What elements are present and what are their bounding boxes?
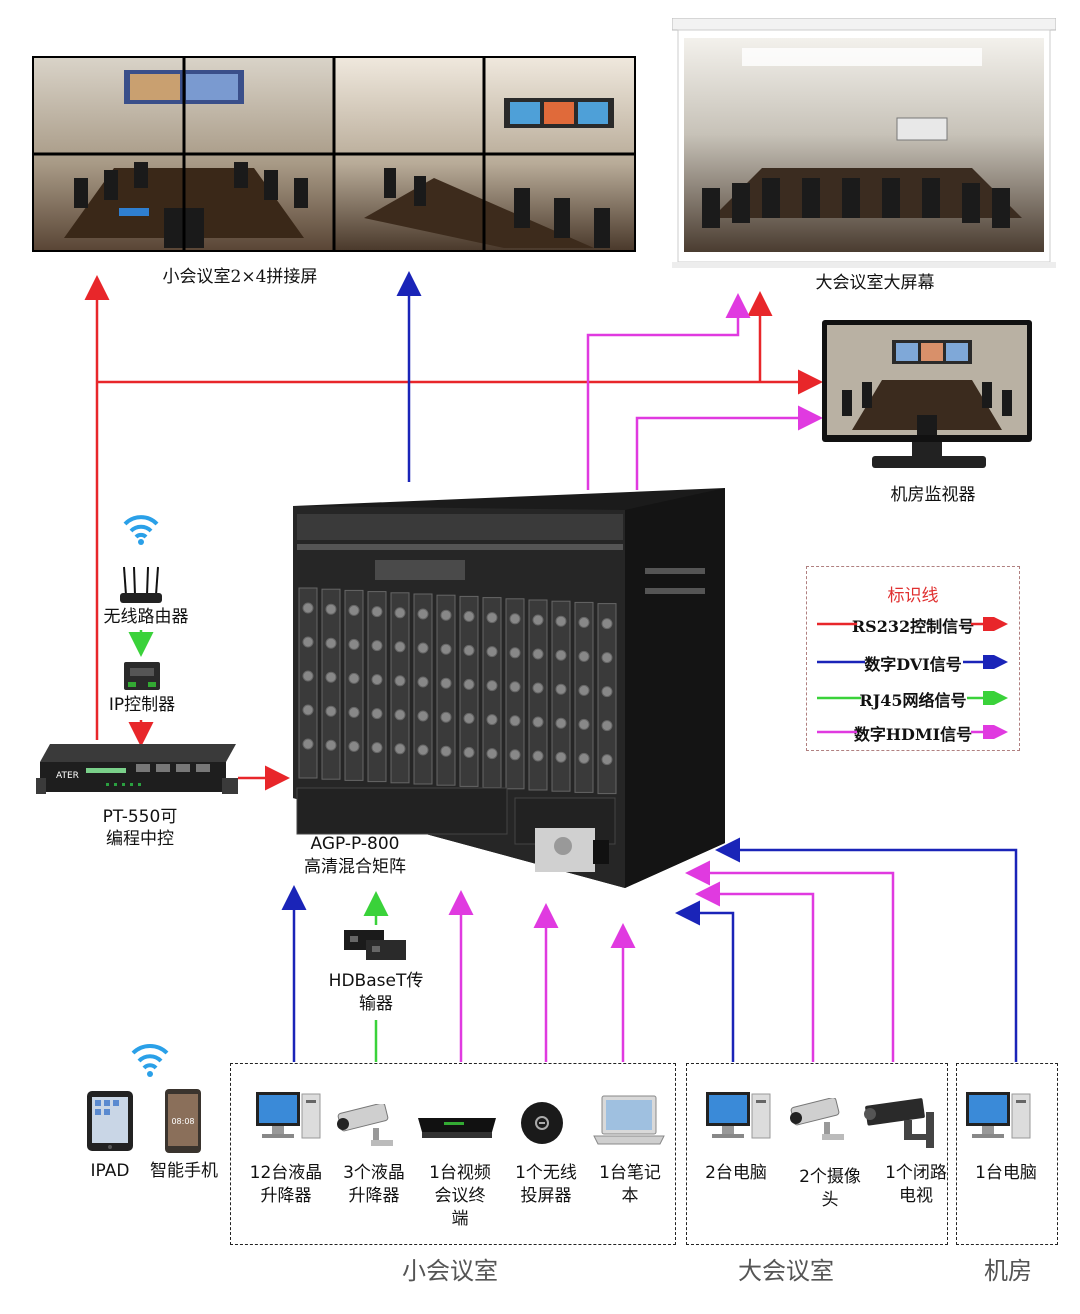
controller-brand: ATER — [56, 771, 79, 781]
central-controller: ATER — [36, 742, 240, 800]
small-device-3-line2: 会议终 — [434, 1186, 486, 1206]
small-device-1-line1: 12台液晶 — [249, 1163, 323, 1183]
projection-screen — [671, 17, 1057, 268]
small-device-3-line1: 1台视频 — [429, 1163, 491, 1183]
legend-label-rs232: RS232控制信号 — [851, 617, 975, 636]
small-device-1-line2: 升降器 — [260, 1186, 312, 1206]
small-device-3-line3: 端 — [451, 1209, 469, 1229]
wireless-caster-icon — [517, 1100, 567, 1146]
ipad-label: IPAD — [90, 1161, 130, 1181]
machine-device-1-line1: 1台电脑 — [975, 1163, 1037, 1183]
matrix-chassis — [285, 488, 725, 888]
large-device-2-line2: 头 — [821, 1190, 839, 1210]
monitor-image — [822, 320, 1032, 468]
monitor-label: 机房监视器 — [890, 485, 976, 505]
hdbaset-label-1: HDBaseT传 — [328, 971, 424, 991]
camera-icon — [333, 1102, 401, 1148]
matrix-label-name: 高清混合矩阵 — [304, 857, 406, 877]
laptop-icon — [592, 1094, 666, 1148]
large-room-group — [686, 1063, 948, 1245]
legend-label-rj45: RJ45网络信号 — [859, 691, 967, 710]
svg-text:08:08: 08:08 — [171, 1117, 194, 1126]
projection-screen-image — [671, 17, 1057, 268]
small-device-5-line2: 本 — [621, 1186, 639, 1206]
small-room-group — [230, 1063, 676, 1245]
large-device-3-line2: 电视 — [899, 1186, 933, 1206]
dvi-from-large-pc — [675, 900, 735, 1062]
smartphone-label: 智能手机 — [150, 1161, 218, 1181]
hdbaset-icon — [342, 926, 408, 964]
legend-item-dvi: 数字DVI信号 — [807, 651, 1019, 675]
legend-item-rj45: RJ45网络信号 — [807, 687, 1019, 711]
legend: 标识线 RS232控制信号 数字DVI信号 RJ45网络信号 数字HDMI信号 — [806, 566, 1020, 751]
machine-room-title: 机房 — [984, 1257, 1032, 1285]
hdmi-to-monitor — [635, 405, 823, 490]
machine-room-group — [956, 1063, 1058, 1245]
legend-item-hdmi: 数字HDMI信号 — [807, 721, 1019, 745]
controller-label-name: 编程中控 — [106, 829, 174, 849]
hdmi-from-cameras — [695, 881, 815, 1062]
video-wall — [32, 56, 636, 252]
small-device-2-line2: 升降器 — [348, 1186, 400, 1206]
camera-icon — [786, 1097, 850, 1142]
small-device-2-line1: 3个液晶 — [343, 1163, 405, 1183]
legend-label-dvi: 数字DVI信号 — [864, 655, 962, 674]
computer-icon — [704, 1088, 774, 1148]
wifi-icon — [130, 1040, 170, 1078]
large-room-title: 大会议室 — [738, 1257, 834, 1285]
controller-label-model: PT-550可 — [102, 807, 178, 827]
matrix-chassis-image — [293, 488, 725, 888]
router-label: 无线路由器 — [103, 607, 189, 627]
ip-controller-label: IP控制器 — [108, 695, 176, 715]
small-device-5-line1: 1台笔记 — [599, 1163, 661, 1183]
legend-label-hdmi: 数字HDMI信号 — [853, 725, 973, 744]
dvi-from-machine-pc — [715, 837, 1018, 1062]
projection-screen-label: 大会议室大屏幕 — [815, 273, 935, 293]
hdbaset-label-2: 输器 — [359, 994, 393, 1014]
large-device-3-line1: 1个闭路 — [885, 1163, 947, 1183]
matrix-label-model: AGP-P-800 — [310, 834, 400, 854]
wifi-icon — [122, 512, 160, 546]
small-device-4-line2: 投屏器 — [520, 1186, 572, 1206]
hdmi-to-screen — [586, 293, 751, 490]
computer-icon — [964, 1088, 1034, 1148]
monitor — [822, 320, 1036, 472]
large-device-1-line1: 2台电脑 — [705, 1163, 767, 1183]
cctv-icon — [864, 1096, 940, 1150]
legend-item-rs232: RS232控制信号 — [807, 613, 1019, 637]
small-room-title: 小会议室 — [402, 1257, 498, 1285]
small-device-4-line1: 1个无线 — [515, 1163, 577, 1183]
ipad-icon — [86, 1090, 134, 1152]
smartphone-icon: 08:08 — [164, 1088, 202, 1154]
video-terminal-icon — [414, 1112, 500, 1142]
legend-title: 标识线 — [887, 586, 939, 606]
large-device-2-line1: 2个摄像 — [799, 1167, 861, 1187]
router-icon — [118, 565, 164, 605]
computer-icon — [254, 1088, 324, 1148]
video-wall-image — [34, 58, 634, 250]
hdmi-from-cctv — [685, 860, 895, 1062]
video-wall-label: 小会议室2×4拼接屏 — [162, 267, 318, 287]
ip-controller-icon — [122, 658, 162, 694]
